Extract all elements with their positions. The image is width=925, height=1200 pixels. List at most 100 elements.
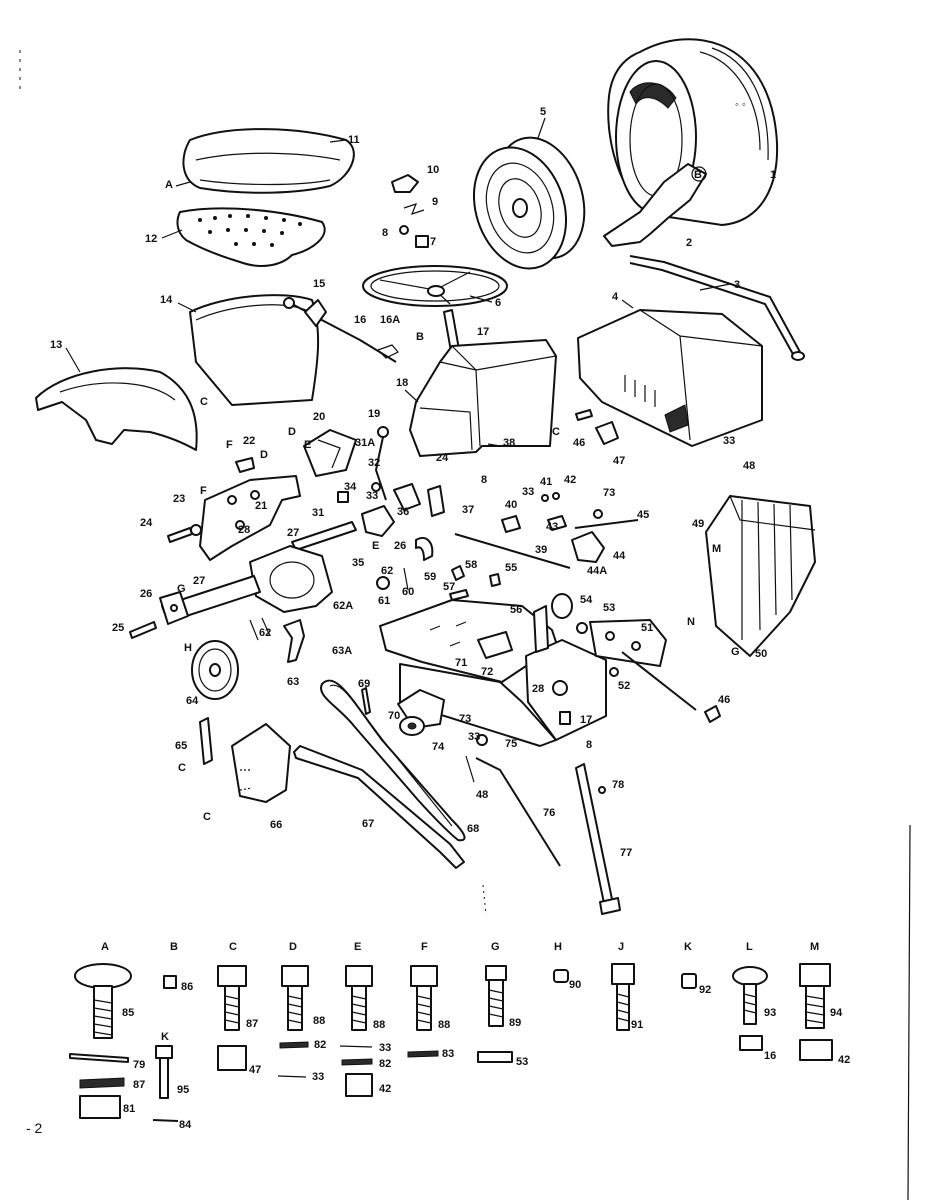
part-callout-label: B <box>694 169 702 181</box>
transaxle-body <box>249 545 333 613</box>
part-callout-label: 27 <box>193 575 205 587</box>
hardware-part-number: 87 <box>246 1018 258 1030</box>
carriage-bolt-threads <box>93 999 113 1036</box>
rod-39 <box>454 533 571 569</box>
hardware-letter-label: B <box>170 941 178 953</box>
shift-lever-63 <box>283 619 305 663</box>
rod-3-end <box>791 351 805 361</box>
bolt-46 <box>704 705 721 723</box>
hex-bolt-C-threads <box>224 995 240 1024</box>
hardware-E-hex-bolt <box>339 965 373 1097</box>
hardware-letter-label: A <box>101 941 109 953</box>
carriage-bolt-L-head <box>732 966 768 986</box>
part-callout-label: 62 <box>259 627 271 639</box>
hardware-F-hex-bolt <box>407 965 439 1058</box>
part-callout-label: 77 <box>620 847 632 859</box>
part-callout-label: 20 <box>313 411 325 423</box>
bolt-69 <box>361 687 371 715</box>
part-callout-label: 48 <box>743 460 755 472</box>
plate-51-hole-b <box>631 641 641 651</box>
part-callout-label: G <box>731 646 740 658</box>
idler-pulley-74-hub <box>407 722 417 730</box>
hub-small-parts <box>391 174 429 248</box>
hex-nut-42-e <box>345 1073 373 1097</box>
hardware-part-number: 91 <box>631 1019 643 1031</box>
part-callout-label: 74 <box>432 741 445 753</box>
cover-72 <box>477 631 513 659</box>
fender-13-outline <box>35 367 198 451</box>
part-callout-label: 9 <box>432 196 438 208</box>
lock-washer-82 <box>279 1041 309 1049</box>
part-callout-label: 78 <box>612 779 624 791</box>
hardware-part-number: 93 <box>764 1007 776 1019</box>
switch-47 <box>595 421 619 445</box>
part-callout-label: 33 <box>468 731 480 743</box>
mount-plate-22 <box>167 457 301 561</box>
washer-33-e <box>339 1045 373 1048</box>
hex-bolt-F-shank <box>416 985 432 1031</box>
hardware-part-number: 83 <box>442 1048 454 1060</box>
part-callout-label: 64 <box>186 695 199 707</box>
steering-wheel-rim-inner <box>370 270 500 302</box>
dash-cover-14-outline <box>189 294 320 406</box>
washer-53 <box>576 622 588 634</box>
bracket-2-circle-mark <box>691 166 707 182</box>
steering-wheel-hub <box>427 285 445 297</box>
hex-bolt-C-shank <box>224 985 240 1031</box>
part-callout-label: M <box>712 543 721 555</box>
part-callout-label: 55 <box>505 562 517 574</box>
mount-plate-22-outline <box>199 475 301 561</box>
part-callout-label: E <box>304 439 311 451</box>
part-callout-label: 46 <box>718 694 730 706</box>
leader-A <box>175 181 191 187</box>
grille-49-top <box>729 495 816 531</box>
part-callout-label: 16 <box>354 314 366 326</box>
screw-46 <box>575 409 593 421</box>
part-callout-label: C <box>200 396 208 408</box>
part-callout-label: 17 <box>477 326 489 338</box>
nut-16 <box>739 1035 763 1051</box>
part-callout-label: 35 <box>352 557 364 569</box>
part-callout-label: 38 <box>503 437 515 449</box>
part-callout-label: 22 <box>243 435 255 447</box>
fender-13 <box>35 347 198 451</box>
bolt-M-threads <box>805 995 825 1024</box>
part-callout-label: N <box>687 616 695 628</box>
hardware-D-hex-bolt <box>277 965 309 1078</box>
washer-33-d <box>277 1075 307 1078</box>
leader-4 <box>621 299 634 309</box>
lock-washer-82-e <box>341 1058 373 1066</box>
link-65 <box>199 717 213 765</box>
part-callout-label: 34 <box>344 481 357 493</box>
control-rods <box>449 409 639 601</box>
part-callout-label: 28 <box>532 683 544 695</box>
part-callout-label: 61 <box>378 595 390 607</box>
clip-9 <box>403 203 425 215</box>
plate-51-hole-a <box>605 631 615 641</box>
hardware-legend <box>69 963 833 1122</box>
part-callout-label: 40 <box>505 499 517 511</box>
drive-belt-68 <box>320 679 466 842</box>
pulley-64-groove <box>198 648 232 692</box>
bolt-J-shank <box>616 983 630 1031</box>
part-callout-label: 18 <box>396 377 408 389</box>
pin-84 <box>152 1119 179 1122</box>
bracket-44 <box>571 531 605 563</box>
grille-50-bars <box>741 500 793 640</box>
part-callout-label: 48 <box>476 789 488 801</box>
part-callout-label: G <box>177 583 186 595</box>
hardware-part-number: 79 <box>133 1059 145 1071</box>
hardware-part-number: 42 <box>838 1054 850 1066</box>
part-callout-label: 33 <box>723 435 735 447</box>
clip-22 <box>235 457 255 473</box>
nut-23 <box>190 524 202 536</box>
page-number: - 2 <box>26 1120 43 1136</box>
seat-11 <box>175 128 355 194</box>
part-callout-label: 68 <box>467 823 479 835</box>
washer-78 <box>598 786 606 794</box>
rod-77 <box>575 763 614 909</box>
lever-19-knob <box>377 426 389 438</box>
part-callout-label: 46 <box>573 437 585 449</box>
small-bolt-95-shank <box>159 1057 169 1099</box>
